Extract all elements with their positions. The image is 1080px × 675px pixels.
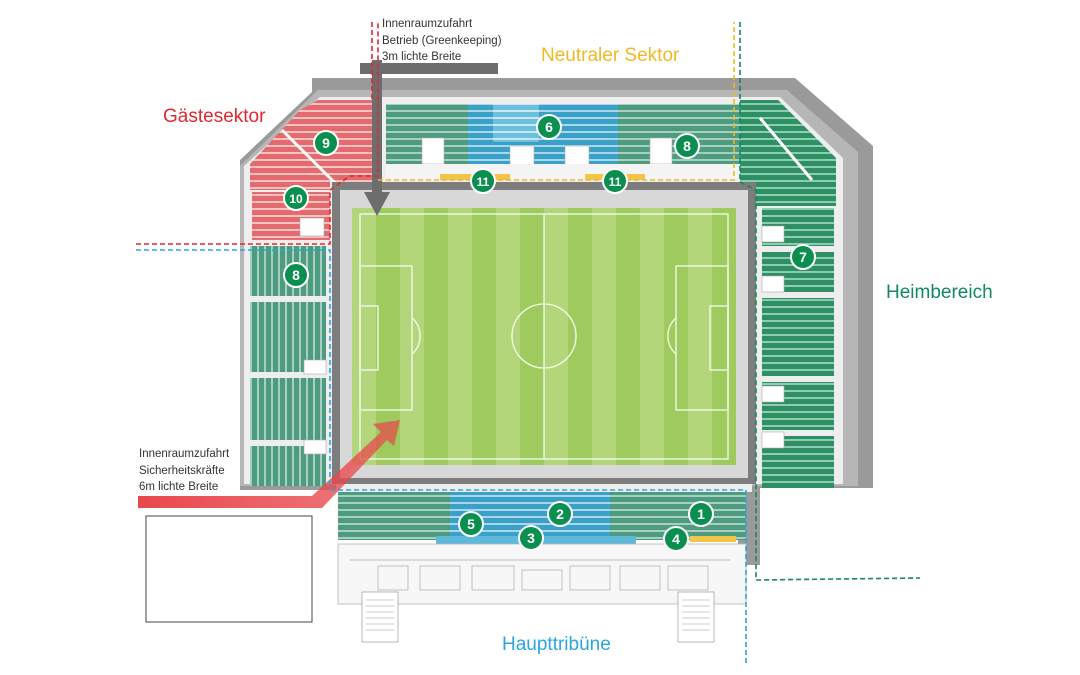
pitch — [352, 208, 736, 465]
badge-circle — [458, 511, 484, 537]
badge-number: 2 — [556, 506, 564, 522]
badge-number: 10 — [289, 192, 303, 206]
security-access-arrow — [138, 420, 400, 508]
block-5-badge: 5 — [458, 511, 484, 537]
badge-number: 1 — [697, 506, 705, 522]
main-stand — [337, 492, 747, 643]
north-stand — [386, 104, 740, 180]
block-4-badge: 4 — [663, 526, 689, 552]
badge-number: 11 — [477, 175, 490, 189]
badge-circle — [790, 244, 816, 270]
note-line: Sicherheitskräfte — [139, 464, 225, 477]
badge-circle — [518, 525, 544, 551]
security-access-note: Innenraumzufahrt Sicherheitskräfte 6m li… — [139, 446, 229, 496]
main-boundary-line — [136, 249, 331, 486]
guest-sector-label: Gästesektor — [163, 106, 266, 127]
block-8-left-badge: 8 — [283, 262, 309, 288]
badge-circle — [536, 114, 562, 140]
block-10-badge: 10 — [283, 185, 309, 211]
guest-corner-stand — [250, 100, 372, 240]
badge-number: 4 — [672, 531, 680, 547]
note-line: 3m lichte Breite — [382, 51, 462, 63]
block-badges: 9 10 8 6 8 11 11 7 1 2 3 4 5 — [283, 114, 816, 552]
block-11-right-badge: 11 — [602, 168, 628, 194]
main-stand-label: Haupttribüne — [502, 634, 611, 655]
badge-number: 5 — [467, 516, 475, 532]
badge-circle — [663, 526, 689, 552]
badge-circle — [602, 168, 628, 194]
badge-number: 3 — [527, 530, 535, 546]
block-8-north-badge: 8 — [674, 133, 700, 159]
block-9-badge: 9 — [313, 130, 339, 156]
block-6-badge: 6 — [536, 114, 562, 140]
greenkeeping-access-note: Innenraumzufahrt Betrieb (Greenkeeping) … — [382, 16, 502, 66]
block-3-badge: 3 — [518, 525, 544, 551]
badge-number: 7 — [799, 249, 807, 265]
home-corner-stand — [740, 100, 836, 206]
badge-circle — [688, 501, 714, 527]
note-line: Betrieb (Greenkeeping) — [382, 34, 502, 47]
greenkeeping-access-arrow — [360, 60, 498, 216]
home-boundary-line — [739, 22, 921, 581]
badge-number: 9 — [322, 135, 330, 151]
badge-number: 8 — [292, 267, 300, 283]
note-line: Innenraumzufahrt — [139, 448, 230, 460]
block-7-badge: 7 — [790, 244, 816, 270]
neutral-boundary-line — [378, 22, 735, 181]
badge-circle — [547, 501, 573, 527]
block-1-badge: 1 — [688, 501, 714, 527]
badge-circle — [313, 130, 339, 156]
guest-boundary-line — [136, 22, 379, 245]
badge-circle — [470, 168, 496, 194]
west-stand — [248, 246, 328, 486]
badge-circle — [283, 185, 309, 211]
badge-number: 8 — [683, 138, 691, 154]
main-boundary-line-east — [330, 489, 747, 665]
badge-circle — [674, 133, 700, 159]
badge-number: 6 — [545, 119, 553, 135]
block-11-left-badge: 11 — [470, 168, 496, 194]
note-line: Innenraumzufahrt — [382, 18, 473, 30]
badge-circle — [283, 262, 309, 288]
note-line: 6m lichte Breite — [139, 481, 219, 493]
home-area-label: Heimbereich — [886, 282, 993, 303]
neutral-sector-label: Neutraler Sektor — [541, 45, 680, 66]
legend-box — [145, 515, 313, 623]
badge-number: 11 — [609, 175, 622, 189]
block-2-badge: 2 — [547, 501, 573, 527]
